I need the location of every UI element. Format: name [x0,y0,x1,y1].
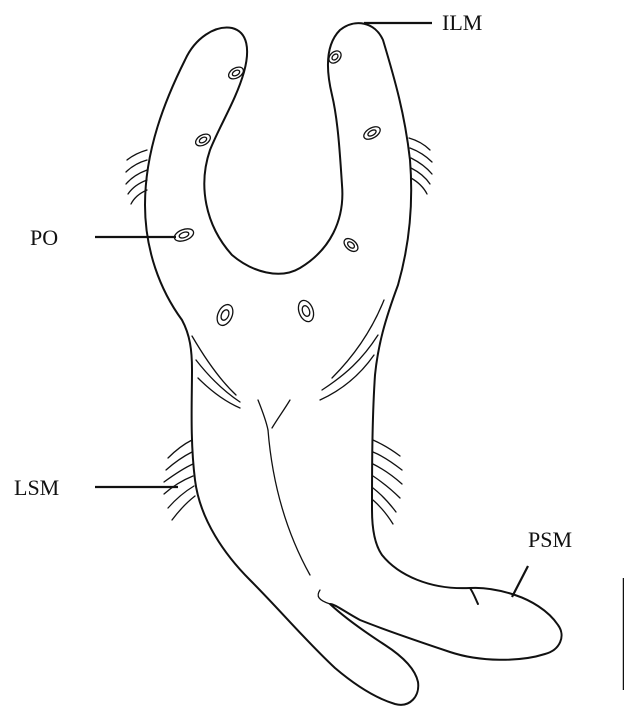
label-psm: PSM [528,527,572,552]
setae-right-upper [409,138,432,194]
central-groove-right [272,400,290,428]
limb-division [318,590,330,604]
setae-left-lower [164,440,195,520]
setae-right-lower [373,440,402,524]
body-outline [145,23,562,705]
psm-step [470,588,478,604]
central-groove-left [258,400,268,430]
setae-left-upper [126,150,147,204]
label-po: PO [30,225,58,250]
pore [362,124,383,142]
pore [194,132,213,149]
pore [296,298,317,323]
pore [214,302,236,328]
striations-left [192,336,240,408]
label-lsm: LSM [14,475,59,500]
pore [342,236,361,254]
central-groove [268,430,310,575]
psm-leader [512,566,528,597]
label-ilm: ILM [442,10,482,35]
pore [173,226,196,243]
